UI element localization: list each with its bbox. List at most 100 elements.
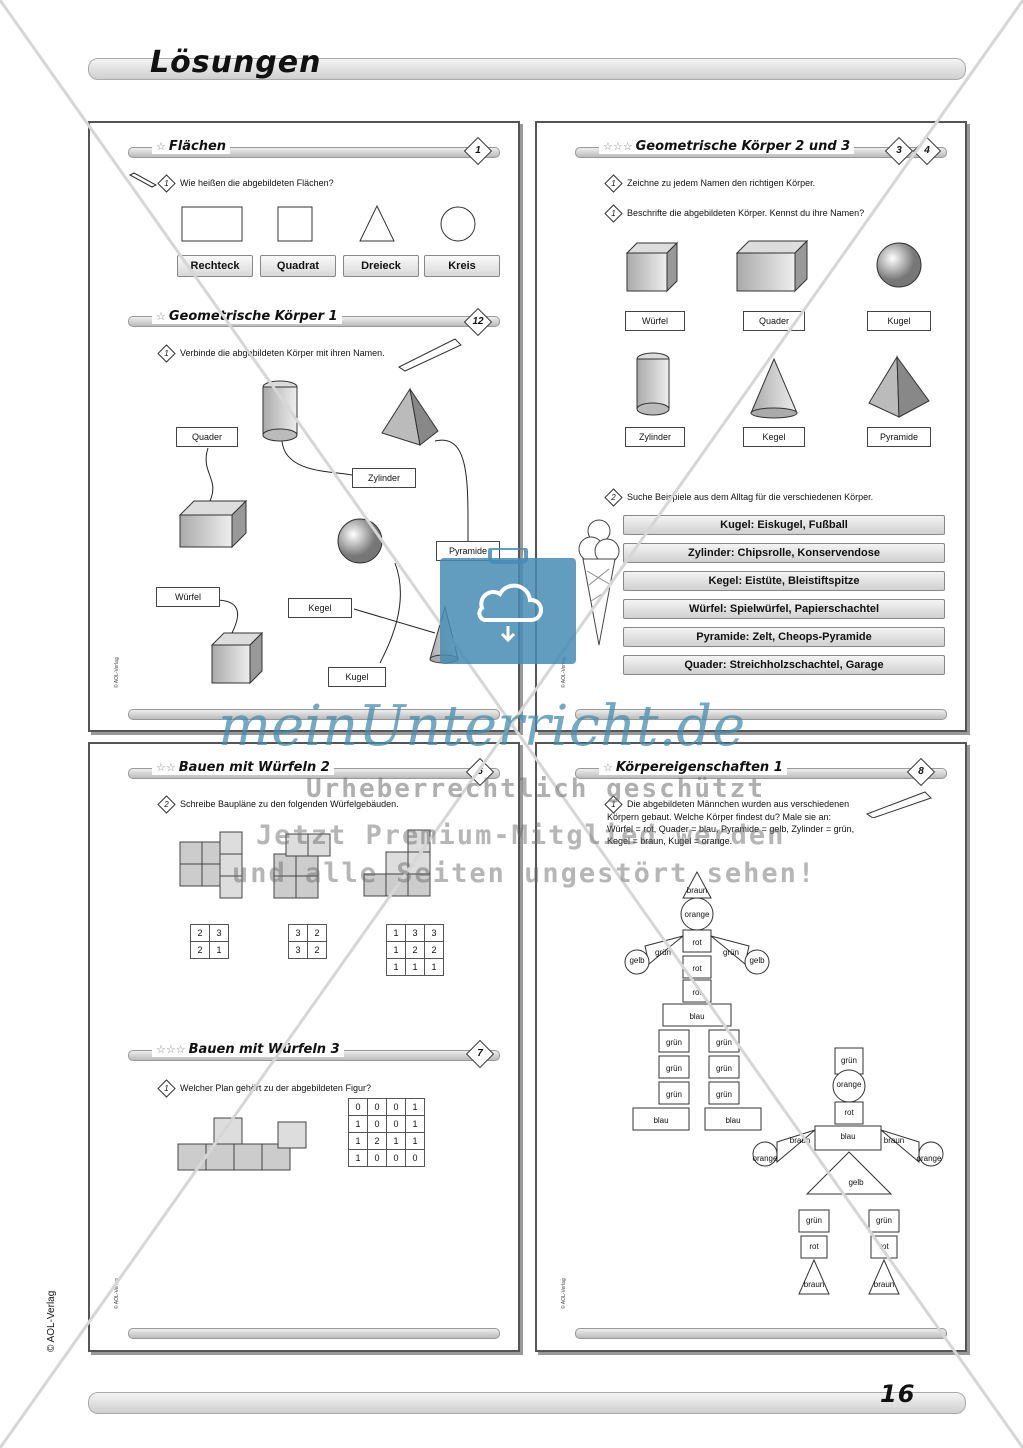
panel-credit: © AOL-Verlag bbox=[114, 657, 120, 688]
label-quader: Quader bbox=[743, 311, 805, 331]
watermark-brand: meinUnterricht.de bbox=[218, 694, 746, 759]
section-title-bauen3: ☆☆☆Bauen mit Würfeln 3 bbox=[152, 1042, 344, 1057]
cube-shape bbox=[210, 631, 264, 685]
solids-figure bbox=[625, 239, 930, 419]
label-kugel: Kugel bbox=[328, 667, 386, 687]
panel-footer-bar bbox=[128, 1328, 500, 1339]
color-label-braun: braun bbox=[873, 1280, 895, 1289]
color-label-gelb: gelb bbox=[749, 956, 765, 965]
color-label-rot: rot bbox=[692, 938, 702, 947]
section-number-badge: 12 bbox=[463, 307, 493, 337]
section-number-badge: 3 bbox=[884, 136, 914, 166]
color-label-gruen: grün bbox=[715, 1064, 732, 1073]
cuboid-shape bbox=[178, 499, 248, 549]
ice-cream-icon bbox=[578, 519, 620, 646]
watermark-premium-2: und alle Seiten ungestört sehen! bbox=[232, 858, 817, 889]
color-label-gruen: grün bbox=[665, 1064, 682, 1073]
label-kegel: Kegel bbox=[288, 598, 352, 618]
pyramid-shape bbox=[868, 355, 930, 418]
section-number-badge: 1 bbox=[463, 136, 493, 166]
sphere-shape bbox=[876, 242, 922, 288]
pyramid-shape bbox=[381, 387, 439, 446]
cuboid-shape bbox=[735, 239, 809, 293]
color-label-gruen: grün bbox=[654, 948, 671, 957]
watermark-copyright: Urheberrechtlich geschützt bbox=[306, 774, 765, 804]
cone-shape bbox=[750, 357, 798, 419]
color-label-gruen: grün bbox=[715, 1038, 732, 1047]
example-pyramide: Pyramide: Zelt, Cheops-Pyramide bbox=[623, 627, 945, 647]
example-wuerfel: Würfel: Spielwürfel, Papierschachtel bbox=[623, 599, 945, 619]
pencil-icon bbox=[128, 172, 158, 188]
section-title-koerper23: ☆☆☆Geometrische Körper 2 und 3 bbox=[599, 139, 855, 154]
color-label-blau: blau bbox=[725, 1116, 741, 1125]
color-label-gruen: grün bbox=[665, 1038, 682, 1047]
label-wuerfel: Würfel bbox=[156, 587, 220, 607]
section-title-bauen2: ☆☆Bauen mit Würfeln 2 bbox=[152, 760, 334, 775]
label-zylinder: Zylinder bbox=[352, 468, 416, 488]
watermark-premium: Jetzt Premium-Mitglied werden bbox=[256, 820, 786, 851]
color-label-rot: rot bbox=[809, 1242, 819, 1251]
cube-figure bbox=[177, 1117, 307, 1171]
section-number-badge: 4 bbox=[912, 136, 942, 166]
color-label-blau: blau bbox=[840, 1132, 856, 1141]
color-label-gruen: grün bbox=[665, 1090, 682, 1099]
cylinder-shape bbox=[262, 380, 298, 442]
color-label-gelb: gelb bbox=[848, 1178, 864, 1187]
color-label-orange: orange bbox=[916, 1154, 942, 1163]
color-label-rot: rot bbox=[692, 988, 702, 997]
example-kegel: Kegel: Eistüte, Bleistiftspitze bbox=[623, 571, 945, 591]
color-label-rot: rot bbox=[692, 964, 702, 973]
cylinder-shape bbox=[636, 352, 670, 416]
color-label-braun: braun bbox=[789, 1136, 811, 1145]
section-number-badge: 7 bbox=[465, 1039, 495, 1069]
panel-credit: © AOL-Verlag bbox=[114, 1278, 120, 1309]
label-zylinder: Zylinder bbox=[625, 427, 685, 447]
label-wuerfel: Würfel bbox=[625, 311, 685, 331]
color-label-orange: orange bbox=[752, 1154, 778, 1163]
color-label-orange: orange bbox=[836, 1080, 862, 1089]
page-title: Lösungen bbox=[150, 45, 322, 80]
copyright-footer: © AOL-Verlag bbox=[46, 1290, 57, 1352]
footer-bar bbox=[88, 1392, 966, 1414]
answer-rechteck: Rechteck bbox=[177, 255, 253, 277]
example-zylinder: Zylinder: Chipsrolle, Konservendose bbox=[623, 543, 945, 563]
panel-credit: © AOL-Verlag bbox=[561, 1278, 567, 1309]
rectangle-shape bbox=[181, 206, 243, 242]
shapes-row bbox=[181, 204, 476, 242]
color-label-blau: blau bbox=[653, 1116, 669, 1125]
color-label-blau: blau bbox=[689, 1012, 705, 1021]
example-kugel: Kugel: Eiskugel, Fußball bbox=[623, 515, 945, 535]
page-number: 16 bbox=[880, 1380, 916, 1408]
color-label-rot: rot bbox=[844, 1108, 854, 1117]
answer-quadrat: Quadrat bbox=[260, 255, 336, 277]
label-quader: Quader bbox=[176, 427, 238, 447]
example-quader: Quader: Streichholzschachtel, Garage bbox=[623, 655, 945, 675]
color-label-gruen: grün bbox=[840, 1056, 857, 1065]
section-title-flaechen: ☆Flächen bbox=[152, 139, 231, 154]
square-shape bbox=[277, 206, 313, 242]
color-label-gruen: grün bbox=[722, 948, 739, 957]
color-label-gruen: grün bbox=[715, 1090, 732, 1099]
pencil-icon bbox=[865, 791, 932, 818]
color-label-gruen: grün bbox=[875, 1216, 892, 1225]
color-label-gelb: gelb bbox=[629, 956, 645, 965]
label-kugel: Kugel bbox=[867, 311, 931, 331]
color-label-gruen: grün bbox=[805, 1216, 822, 1225]
label-pyramide: Pyramide bbox=[867, 427, 931, 447]
cube-shape bbox=[625, 241, 679, 293]
briefcase-logo bbox=[440, 548, 576, 664]
section-title-eigenschaften: ☆Körpereigenschaften 1 bbox=[599, 760, 787, 775]
section-number-badge: 8 bbox=[906, 757, 936, 787]
section-title-koerper1: ☆Geometrische Körper 1 bbox=[152, 309, 342, 324]
